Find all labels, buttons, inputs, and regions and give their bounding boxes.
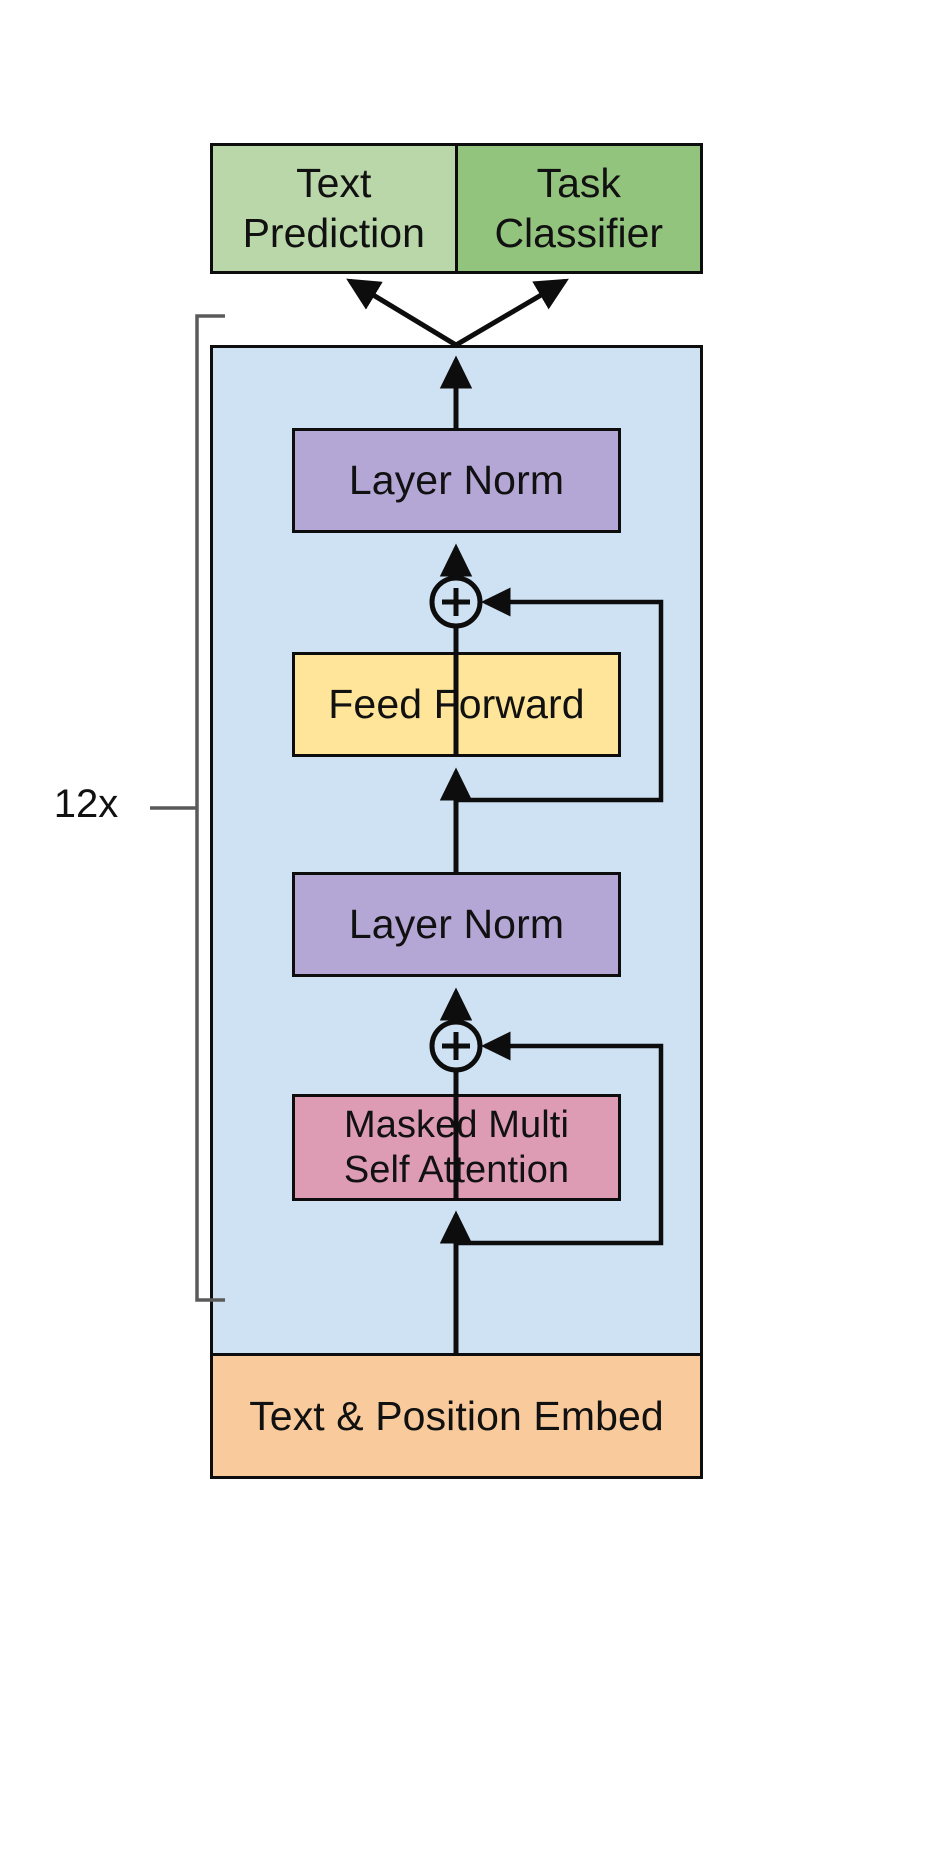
repeat-count-label: 12x (53, 782, 119, 826)
output-heads-group: Text Prediction Task Classifier (210, 143, 703, 274)
task-classifier-box: Task Classifier (457, 146, 700, 271)
text-and-position-embed-box: Text & Position Embed (210, 1353, 703, 1479)
masked-multi-self-attention-box: Masked Multi Self Attention (292, 1094, 621, 1201)
feed-forward-box: Feed Forward (292, 652, 621, 757)
layer-norm-top-box: Layer Norm (292, 428, 621, 533)
text-prediction-box: Text Prediction (213, 146, 458, 271)
layer-norm-bottom-box: Layer Norm (292, 872, 621, 977)
